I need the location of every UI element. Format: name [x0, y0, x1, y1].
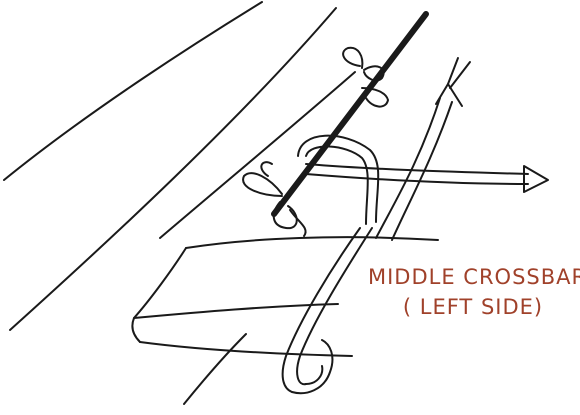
frame-line-inner-upper [160, 72, 355, 238]
knot-loop-lower-left [243, 173, 282, 196]
arrow-up-head [436, 84, 462, 106]
frame-line-middle [10, 8, 336, 330]
knot-loop-lower-bottom [290, 210, 306, 236]
arrow-right-icon [524, 166, 548, 192]
crossbar-label-line1: MIDDLE CROSSBAR [368, 262, 578, 292]
crossbar-label: MIDDLE CROSSBAR ( LEFT SIDE) [368, 262, 578, 322]
knot-loop-upper-left [343, 48, 362, 68]
arrow-up-shaft-right [450, 62, 470, 88]
plank-left-end [132, 248, 186, 342]
frame-line-inner-lower [184, 334, 246, 404]
tie-down-strap [243, 14, 426, 236]
plank-top-edge [186, 237, 438, 248]
crossbar-label-line2: ( LEFT SIDE) [368, 292, 578, 322]
frame-line-outer [4, 2, 262, 180]
rope-right-strand-top [306, 164, 528, 174]
arrow-right-head [524, 166, 548, 192]
rope-wrap-under-inner [306, 366, 322, 384]
knot-tail [261, 162, 272, 176]
frame-lines [4, 2, 355, 404]
plank-bottom-edge [140, 342, 352, 356]
arrow-up-icon [436, 58, 470, 106]
rope-right-strand-bottom [306, 174, 528, 184]
rope [283, 98, 528, 393]
strap-bar [274, 14, 426, 214]
